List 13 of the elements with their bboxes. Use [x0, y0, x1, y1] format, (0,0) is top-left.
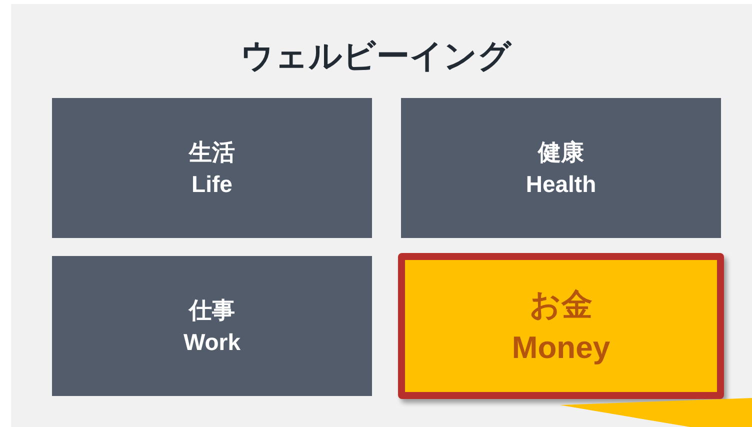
japanese-label: 健康: [538, 138, 584, 167]
english-label: Health: [526, 170, 596, 199]
japanese-label: 生活: [189, 138, 235, 167]
english-label: Work: [183, 328, 241, 357]
english-label: Money: [512, 329, 610, 367]
title: ウェルビーイング: [240, 36, 513, 76]
english-label: Life: [192, 170, 232, 199]
category-box: [52, 256, 372, 396]
category-box: [401, 98, 721, 238]
category-box: [52, 98, 372, 238]
callout-tail: [560, 398, 752, 427]
japanese-label: 仕事: [189, 296, 235, 325]
japanese-label: お金: [530, 286, 592, 324]
